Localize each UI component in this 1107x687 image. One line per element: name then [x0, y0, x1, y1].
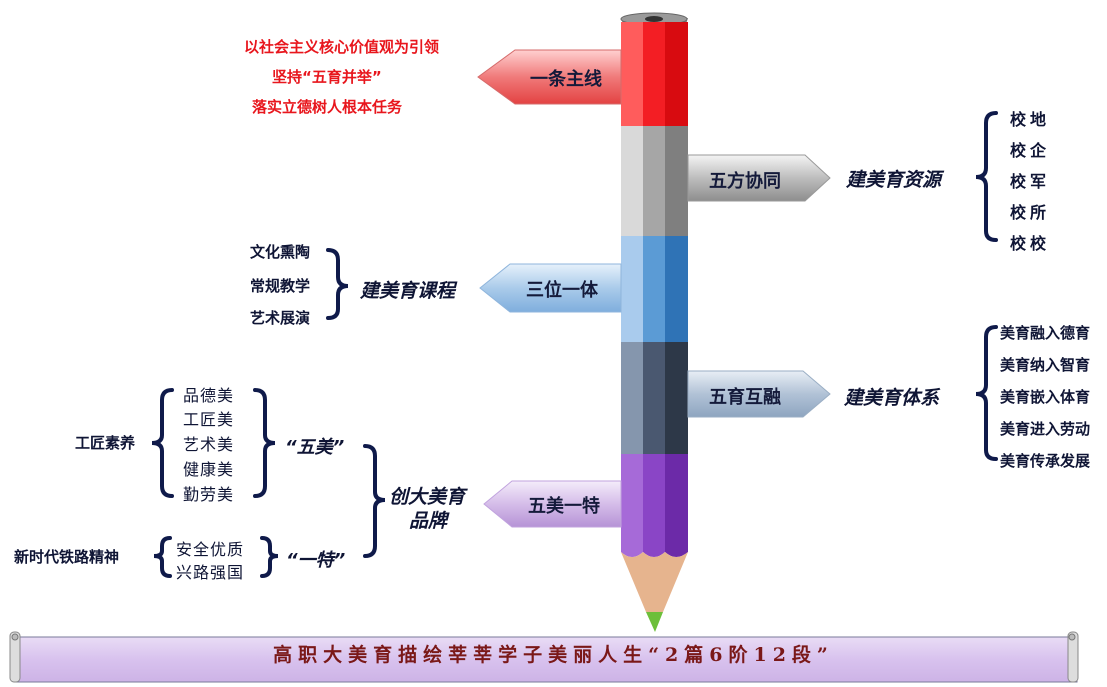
pencil-segment-red	[621, 22, 688, 126]
bracket-one-special-right	[260, 536, 279, 578]
curriculum-item: 文化熏陶	[250, 243, 311, 261]
main-line-note-3: 落实立德树人根本任务	[252, 98, 403, 116]
bracket-resources	[975, 111, 998, 242]
resources-target: 建美育资源	[846, 169, 942, 191]
curriculum-item: 常规教学	[250, 277, 311, 295]
bottom-banner	[9, 631, 1079, 683]
five-beauty-item: 健康美	[183, 460, 235, 479]
main-line-label: 一条主线	[530, 69, 602, 90]
arrow-system	[687, 370, 831, 418]
curriculum-label: 三位一体	[526, 280, 598, 301]
curriculum-item: 艺术展演	[250, 309, 311, 327]
one-special-label: “一特”	[286, 550, 346, 571]
resources-label: 五方协同	[709, 171, 781, 192]
one-special-item: 安全优质	[176, 540, 245, 559]
resource-item: 校所	[1010, 203, 1051, 222]
brand-target-line2: 品牌	[409, 510, 448, 532]
main-line-note-1: 以社会主义核心价值观为引领	[244, 38, 440, 56]
system-item: 美育嵌入体育	[1000, 388, 1091, 406]
system-item: 美育传承发展	[1000, 452, 1091, 470]
resource-item: 校校	[1010, 234, 1051, 253]
resource-item: 校企	[1010, 141, 1051, 160]
five-beauty-label: “五美”	[285, 437, 345, 458]
five-beauty-item: 工匠美	[183, 410, 235, 429]
bracket-brand-combined	[363, 444, 386, 558]
five-beauty-source: 工匠素养	[75, 434, 136, 452]
one-special-source: 新时代铁路精神	[14, 548, 120, 566]
five-beauty-item: 勤劳美	[183, 485, 235, 504]
arrow-resources	[687, 154, 831, 202]
arrow-brand	[483, 480, 622, 528]
resource-item: 校军	[1010, 172, 1051, 191]
pencil-segment-purple	[621, 454, 688, 557]
bracket-system	[975, 325, 998, 461]
pencil-tip	[621, 552, 688, 632]
curriculum-target: 建美育课程	[360, 280, 456, 302]
pencil-segment-blue	[621, 236, 688, 342]
five-beauty-item: 艺术美	[183, 435, 235, 454]
five-beauty-item: 品德美	[183, 386, 235, 405]
pencil-segment-gray	[621, 126, 688, 236]
bracket-five-beauty-left	[151, 388, 174, 498]
brand-label: 五美一特	[528, 496, 600, 517]
system-item: 美育纳入智育	[1000, 356, 1091, 374]
bracket-curriculum	[326, 248, 349, 320]
main-line-note-2: 坚持“五育并举”	[272, 68, 382, 86]
one-special-item: 兴路强国	[176, 563, 245, 582]
system-label: 五育互融	[709, 387, 781, 408]
pencil-segment-slate	[621, 342, 688, 454]
bracket-five-beauty-right	[253, 388, 276, 498]
arrow-main-line	[477, 49, 622, 105]
system-item: 美育融入德育	[1000, 324, 1091, 342]
brand-target-line1: 创大美育	[389, 486, 466, 508]
bracket-one-special-left	[153, 536, 172, 578]
banner-title: 高职大美育描绘莘莘学子美丽人生“2篇6阶12段”	[273, 644, 834, 666]
system-item: 美育进入劳动	[1000, 420, 1091, 438]
arrow-curriculum	[479, 263, 622, 313]
system-target: 建美育体系	[844, 387, 940, 409]
resource-item: 校地	[1010, 110, 1051, 129]
